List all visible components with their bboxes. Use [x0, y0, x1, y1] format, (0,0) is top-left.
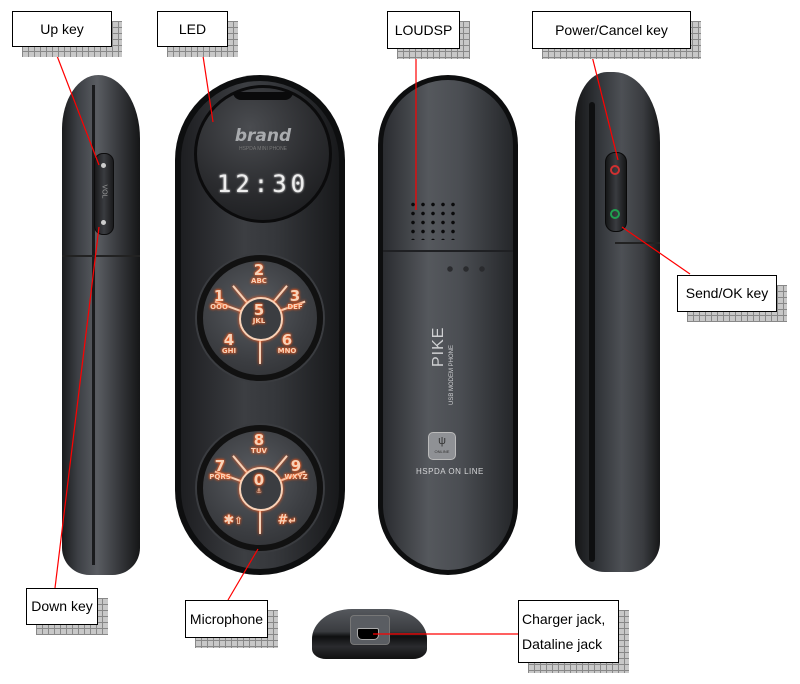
- key-hash[interactable]: #↵: [277, 513, 297, 528]
- brand-subtitle: HSPDA MINI PHONE: [238, 146, 288, 152]
- callout-send-ok-key: Send/OK key: [677, 275, 787, 322]
- led-display: brand HSPDA MINI PHONE 12:30: [194, 85, 332, 223]
- right-side-view: [575, 72, 660, 572]
- back-view: PIKE USB MODEM PHONE ψ ONLINE HSPDA ON L…: [378, 75, 518, 575]
- volume-key-rocker[interactable]: VOL: [94, 153, 114, 235]
- callout-loudsp: LOUDSP: [387, 11, 470, 59]
- callout-down-key: Down key: [26, 588, 108, 635]
- callout-led: LED: [157, 11, 238, 57]
- down-key[interactable]: [101, 220, 106, 225]
- side-key-panel: [605, 152, 627, 232]
- hspda-label: HSPDA ON LINE: [416, 467, 484, 476]
- bottom-view: [312, 603, 427, 659]
- model-name: PIKE: [430, 326, 447, 367]
- callout-power-cancel-key: Power/Cancel key: [532, 11, 701, 59]
- usb-online-badge: ψ ONLINE: [428, 432, 456, 460]
- callout-up-key: Up key: [12, 11, 122, 57]
- callout-microphone: Microphone: [185, 600, 278, 648]
- model-subtitle: USB MODEM PHONE: [449, 344, 455, 405]
- loudspeaker-grille: [408, 200, 458, 240]
- key-star[interactable]: ✱⇧: [223, 513, 243, 528]
- usb-icon: ψ: [438, 435, 446, 447]
- send-ok-key[interactable]: [610, 209, 620, 219]
- key-0[interactable]: 0⚓: [253, 471, 265, 495]
- callout-charger-jack: Charger jack, Dataline jack: [518, 600, 629, 673]
- led-clock: 12:30: [216, 170, 310, 198]
- up-key[interactable]: [101, 163, 106, 168]
- brand-logo: brand: [234, 126, 292, 146]
- left-side-view: VOL: [62, 75, 140, 575]
- charger-dataline-jack[interactable]: [357, 628, 379, 640]
- power-cancel-key[interactable]: [610, 165, 620, 175]
- vol-label: VOL: [100, 184, 108, 199]
